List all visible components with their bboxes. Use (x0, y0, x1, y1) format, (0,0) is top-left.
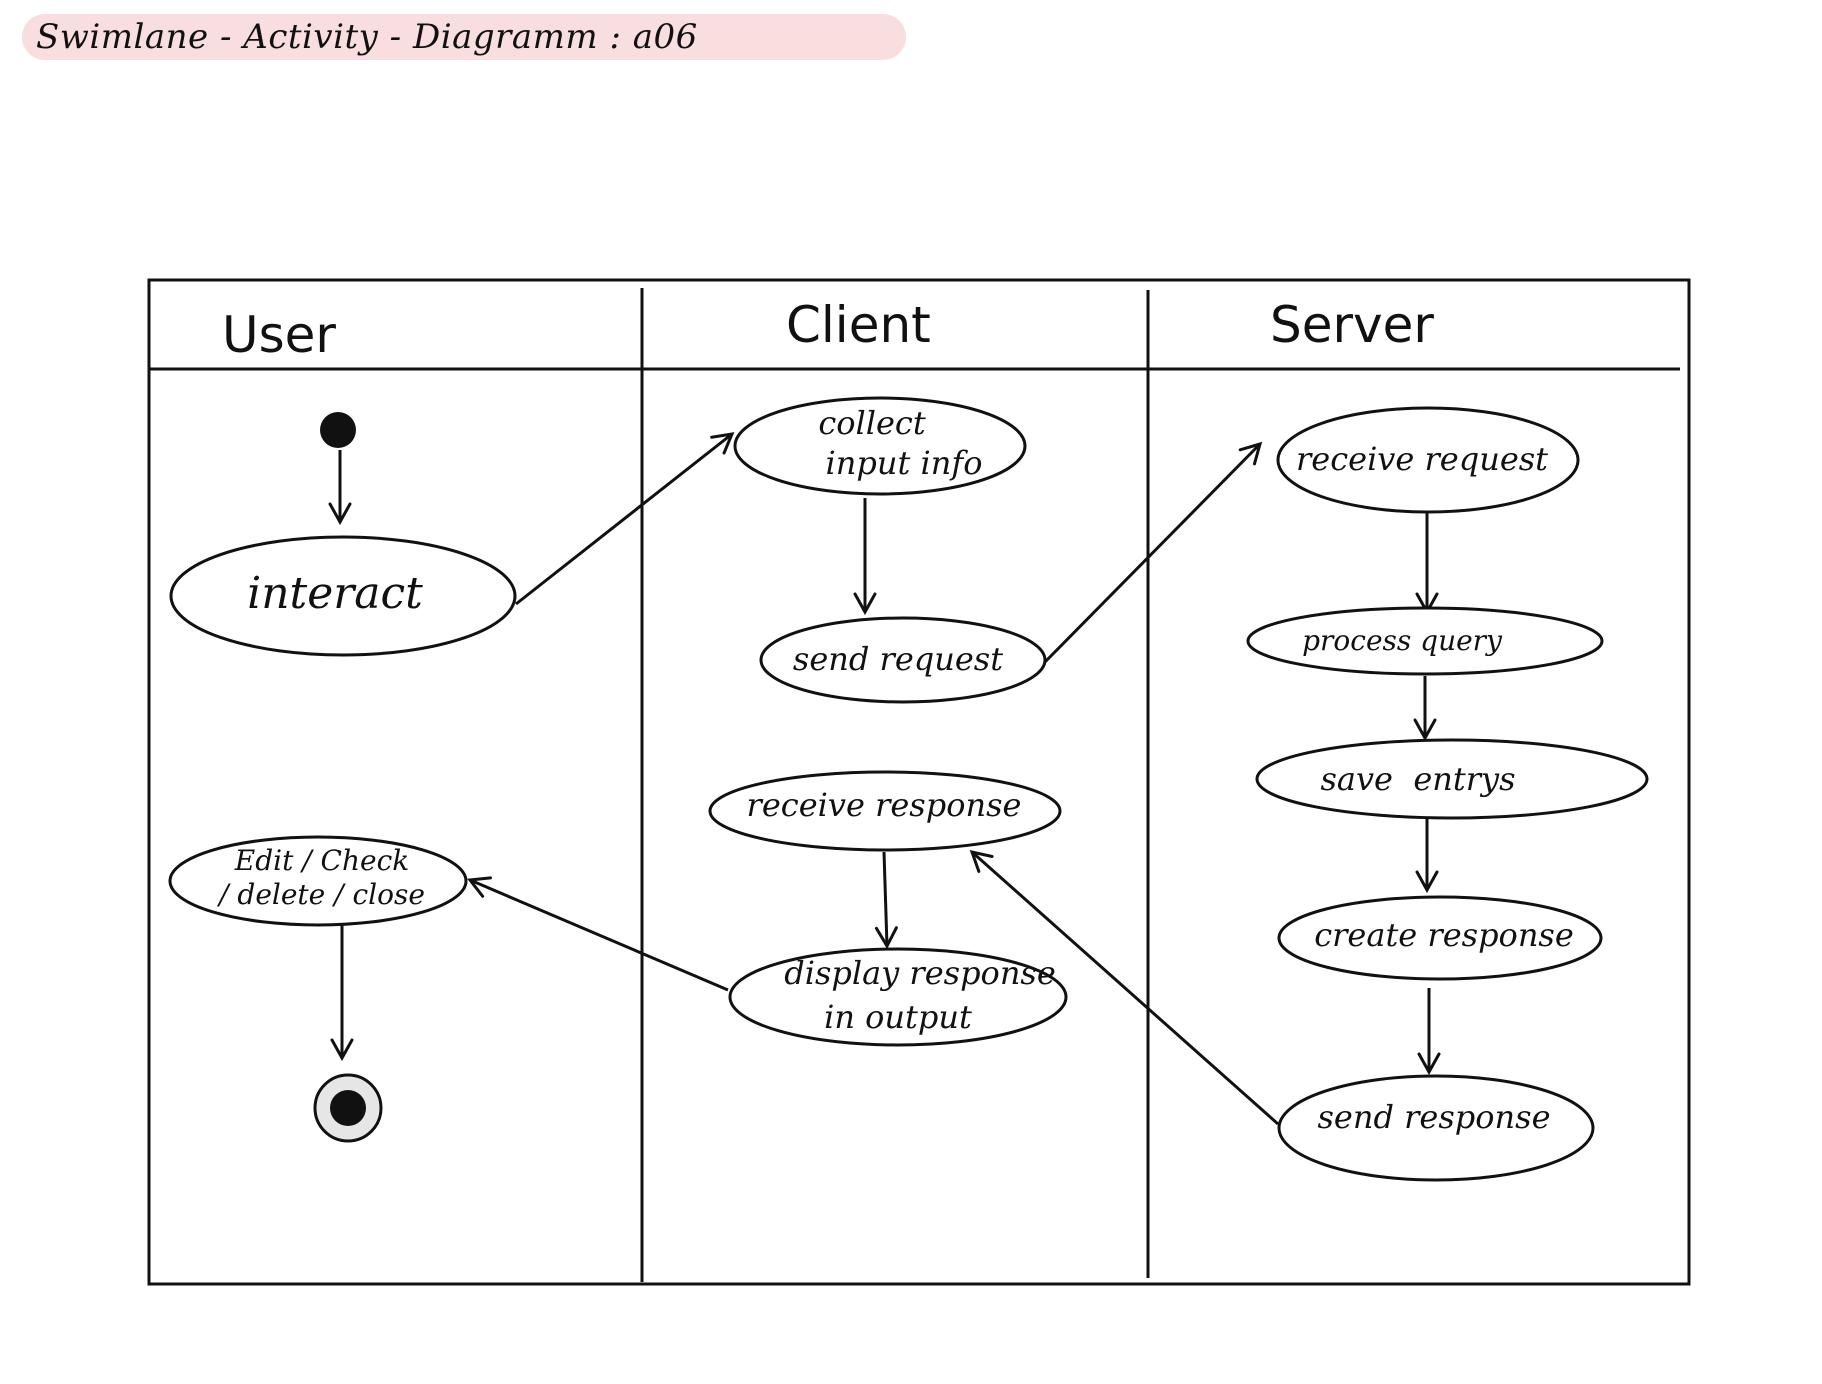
activity-receive-request: receive request (1276, 406, 1580, 514)
diagram-frame (147, 278, 1691, 1286)
activity-label: / delete / close (216, 878, 425, 911)
activity-label: in output (824, 998, 972, 1036)
activity-process-query: process query (1246, 606, 1604, 676)
diagram-title: Swimlane - Activity - Diagramm : a06 (36, 17, 698, 57)
edge-send-request-receive-request (1043, 441, 1263, 664)
edge-receive-response-display-response (874, 851, 898, 950)
activity-display-response: display response in output (728, 947, 1068, 1047)
activity-label: display response (784, 954, 1056, 992)
activity-label: collect (818, 404, 926, 442)
edge-send-response-receive-response (969, 849, 1279, 1126)
activity-label: send response (1318, 1098, 1551, 1136)
activity-save-entrys: save entrys (1255, 738, 1649, 820)
title-highlight (22, 14, 906, 60)
activity-label: input info (826, 444, 983, 482)
activity-receive-response: receive response (708, 770, 1062, 852)
lane-server: Server (1270, 296, 1434, 354)
activity-collect-input-info: collect input info (733, 396, 1027, 496)
activity-send-request: send request (759, 616, 1047, 704)
activity-send-response: send response (1277, 1074, 1595, 1182)
edge-display-response-edit-check (467, 876, 729, 992)
activity-label: interact (247, 568, 423, 619)
activity-label: process query (1302, 624, 1503, 657)
edge-interact-collect (515, 432, 735, 606)
lane-client: Client (786, 296, 931, 354)
activity-label: receive request (1296, 440, 1548, 478)
activity-label: save entrys (1320, 760, 1515, 798)
activity-edit-check-delete-close: Edit / Check / delete / close (168, 835, 468, 927)
lane-user: User (222, 306, 336, 364)
activity-label: create response (1314, 916, 1574, 954)
end-node-core (330, 1090, 366, 1126)
activity-interact: interact (169, 535, 517, 657)
activity-create-response: create response (1277, 895, 1603, 981)
activity-label: send request (793, 640, 1003, 678)
activity-label: Edit / Check (234, 844, 409, 877)
activity-label: receive response (747, 786, 1022, 824)
start-node (320, 412, 356, 448)
